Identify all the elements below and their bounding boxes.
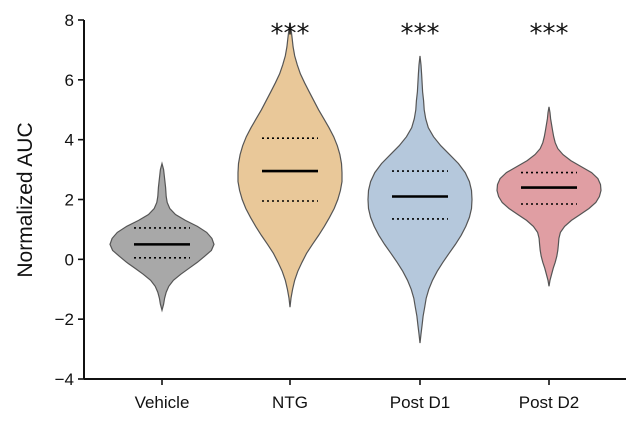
y-tick-label: 6 [65,71,74,90]
violin-group: *** [367,19,473,344]
x-tick-label: Vehicle [135,393,190,412]
violin-body [367,55,473,344]
significance-label: *** [530,19,569,49]
y-tick-label: 8 [65,11,74,30]
x-tick-label: Post D2 [519,393,579,412]
violin-layer: *** *** *** [109,19,602,344]
y-tick-label: −4 [55,370,74,389]
y-tick-label: 2 [65,191,74,210]
x-tick-label: Post D1 [390,393,450,412]
violin-body [496,106,602,287]
y-axis-title: Normalized AUC [14,122,37,277]
violin-group: *** [237,19,343,308]
y-tick-label: 0 [65,250,74,269]
violin-body [109,161,215,313]
significance-label: *** [271,19,310,49]
violin-group [109,161,215,313]
y-tick-label: −2 [55,310,74,329]
x-axis: Vehicle NTG Post D1 Post D2 [84,378,626,412]
significance-label: *** [401,19,440,49]
violin-body [237,22,343,308]
violin-group: *** [496,19,602,287]
y-axis: 8 6 4 2 0 −2 −4 [55,11,85,389]
y-tick-label: 4 [65,131,74,150]
x-tick-label: NTG [272,393,308,412]
